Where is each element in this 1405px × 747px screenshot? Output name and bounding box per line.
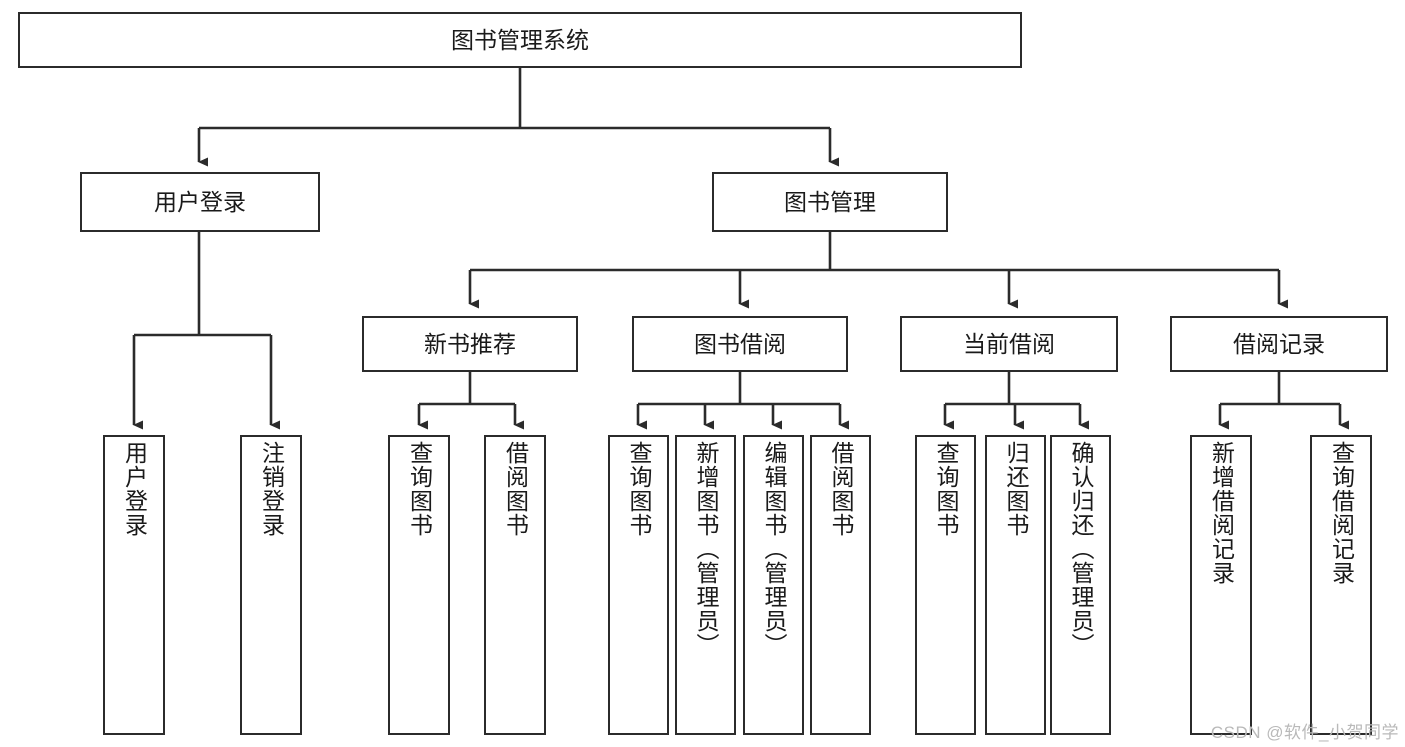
node-user-login[interactable]: 用户登录 [80, 172, 320, 232]
node-label: 查询图书 [933, 441, 959, 537]
node-label: 新增图书（管理员） [693, 441, 719, 657]
node-label: 编辑图书（管理员） [761, 441, 787, 657]
node-label: 查询借阅记录 [1328, 441, 1355, 585]
leaf-recommend-query-book[interactable]: 查询图书 [388, 435, 450, 735]
node-label: 查询图书 [626, 441, 652, 537]
node-label: 图书借阅 [694, 330, 786, 357]
node-label: 图书管理系统 [451, 26, 589, 53]
node-label: 新增借阅记录 [1208, 441, 1235, 585]
node-borrow-records[interactable]: 借阅记录 [1170, 316, 1388, 372]
leaf-borrow-borrow-book[interactable]: 借阅图书 [810, 435, 871, 735]
leaf-records-query-record[interactable]: 查询借阅记录 [1310, 435, 1372, 735]
node-book-borrow[interactable]: 图书借阅 [632, 316, 848, 372]
leaf-records-add-record[interactable]: 新增借阅记录 [1190, 435, 1252, 735]
node-label: 新书推荐 [424, 330, 516, 357]
leaf-borrow-add-book-admin[interactable]: 新增图书（管理员） [675, 435, 736, 735]
node-label: 借阅图书 [502, 441, 529, 537]
csdn-watermark: CSDN @软件_小贺同学 [1210, 723, 1399, 742]
leaf-borrow-query-book[interactable]: 查询图书 [608, 435, 669, 735]
node-label: 归还图书 [1003, 441, 1029, 537]
node-label: 当前借阅 [963, 330, 1055, 357]
node-label: 借阅图书 [828, 441, 854, 537]
node-label: 用户登录 [154, 188, 246, 215]
leaf-current-query-book[interactable]: 查询图书 [915, 435, 976, 735]
leaf-recommend-borrow-book[interactable]: 借阅图书 [484, 435, 546, 735]
leaf-borrow-edit-book-admin[interactable]: 编辑图书（管理员） [743, 435, 804, 735]
node-new-book-recommend[interactable]: 新书推荐 [362, 316, 578, 372]
leaf-user-login-login[interactable]: 用户登录 [103, 435, 165, 735]
node-label: 用户登录 [121, 441, 148, 537]
leaf-user-login-logout[interactable]: 注销登录 [240, 435, 302, 735]
leaf-current-return-book[interactable]: 归还图书 [985, 435, 1046, 735]
node-label: 借阅记录 [1233, 330, 1325, 357]
node-current-borrow[interactable]: 当前借阅 [900, 316, 1118, 372]
node-label: 图书管理 [784, 188, 876, 215]
node-book-management[interactable]: 图书管理 [712, 172, 948, 232]
node-label: 确认归还（管理员） [1068, 441, 1094, 657]
node-label: 查询图书 [406, 441, 433, 537]
leaf-current-confirm-return-admin[interactable]: 确认归还（管理员） [1050, 435, 1111, 735]
node-label: 注销登录 [258, 441, 285, 537]
node-root-system[interactable]: 图书管理系统 [18, 12, 1022, 68]
